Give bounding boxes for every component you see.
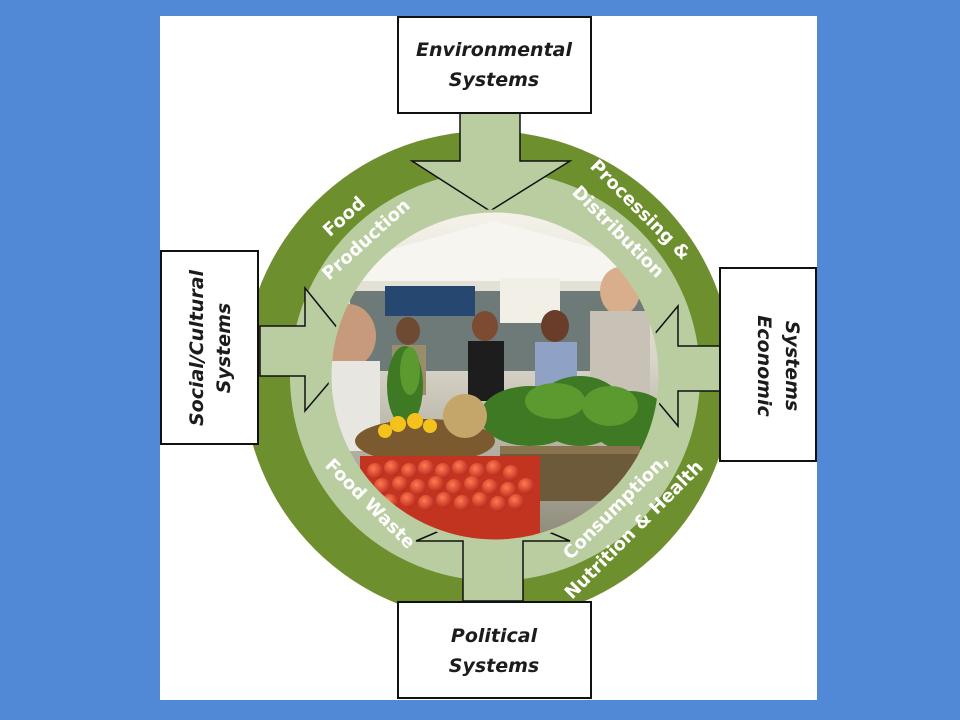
svg-text:Systems: Systems: [781, 321, 803, 411]
arrow-environmental: [409, 110, 573, 212]
political-systems-box: Political Systems: [397, 601, 592, 699]
center-photo: [330, 211, 660, 541]
svg-text:Social/Cultural: Social/Cultural: [186, 269, 208, 426]
svg-text:Political: Political: [451, 625, 538, 647]
environmental-systems-box: Environmental Systems: [397, 16, 592, 114]
social-cultural-systems-box: Social/Cultural Systems: [160, 250, 259, 445]
svg-text:Systems: Systems: [449, 69, 539, 91]
svg-text:Systems: Systems: [213, 303, 235, 393]
svg-text:Economic: Economic: [753, 315, 775, 417]
svg-text:Environmental: Environmental: [416, 39, 572, 61]
slide: Environmental Systems Political Systems …: [160, 16, 817, 700]
food-system-diagram: Environmental Systems Political Systems …: [160, 16, 817, 699]
svg-text:Systems: Systems: [449, 655, 539, 677]
economic-systems-box: Economic Systems: [719, 267, 817, 462]
